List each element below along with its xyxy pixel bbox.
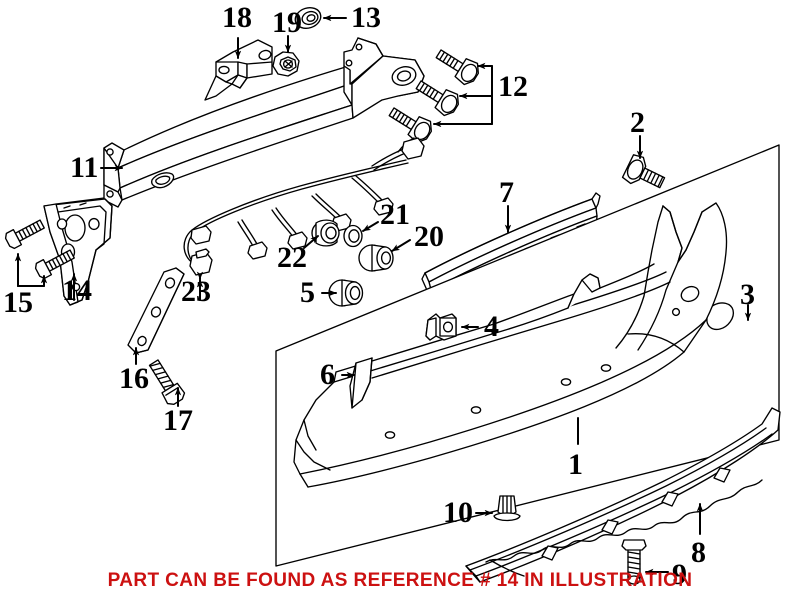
part-sensor-retainer <box>311 219 340 247</box>
callout-9[interactable]: 9 <box>672 558 687 591</box>
callout-5[interactable]: 5 <box>300 276 315 309</box>
callout-3[interactable]: 3 <box>740 278 755 311</box>
callout-19[interactable]: 19 <box>272 6 302 39</box>
callout-14[interactable]: 14 <box>62 274 92 307</box>
callout-4[interactable]: 4 <box>484 310 499 343</box>
callout-12[interactable]: 12 <box>498 70 528 103</box>
callout-20[interactable]: 20 <box>414 220 444 253</box>
part-bumper-cover-body <box>293 202 728 488</box>
reference-note-text: PART CAN BE FOUND AS REFERENCE # 14 IN I… <box>107 569 693 591</box>
callout-21[interactable]: 21 <box>380 198 410 231</box>
part-energy-absorber-bracket <box>204 39 273 101</box>
part-parking-sensor <box>358 244 394 272</box>
callout-8[interactable]: 8 <box>691 536 706 569</box>
part-side-bracket <box>349 357 373 409</box>
part-wiring-harness <box>183 137 425 276</box>
callout-23[interactable]: 23 <box>181 275 211 308</box>
callout-13[interactable]: 13 <box>351 1 381 34</box>
callout-17[interactable]: 17 <box>163 404 193 437</box>
callout-15[interactable]: 15 <box>3 286 33 319</box>
part-flange-bolt <box>621 154 666 189</box>
part-valance-screw <box>621 539 647 585</box>
callout-22[interactable]: 22 <box>277 241 307 274</box>
part-lower-valance <box>465 407 781 583</box>
part-bracket-bolt <box>4 219 75 280</box>
reference-note-bar: PART CAN BE FOUND AS REFERENCE # 14 IN I… <box>0 566 800 595</box>
callout-18[interactable]: 18 <box>222 1 252 34</box>
part-flange-nut <box>272 51 300 77</box>
part-reinforcement-strap <box>127 267 185 354</box>
leader-lines <box>14 14 752 576</box>
part-strap-screw <box>148 359 186 405</box>
part-grommet <box>294 7 322 29</box>
part-retainer-clip <box>425 313 457 341</box>
callout-1[interactable]: 1 <box>568 448 583 481</box>
callout-2[interactable]: 2 <box>630 106 645 139</box>
callout-6[interactable]: 6 <box>320 358 335 391</box>
callout-10[interactable]: 10 <box>443 496 473 529</box>
part-impact-bar <box>103 37 425 208</box>
part-parking-sensor-bezel <box>328 279 364 307</box>
part-bumper-cover-panel <box>275 144 780 567</box>
callout-7[interactable]: 7 <box>499 176 514 209</box>
part-impact-bar-bolt <box>388 49 479 144</box>
callout-11[interactable]: 11 <box>70 151 99 184</box>
callout-16[interactable]: 16 <box>119 362 149 395</box>
part-push-pin-clip <box>493 495 521 522</box>
part-sensor-seal-ring <box>343 224 363 248</box>
